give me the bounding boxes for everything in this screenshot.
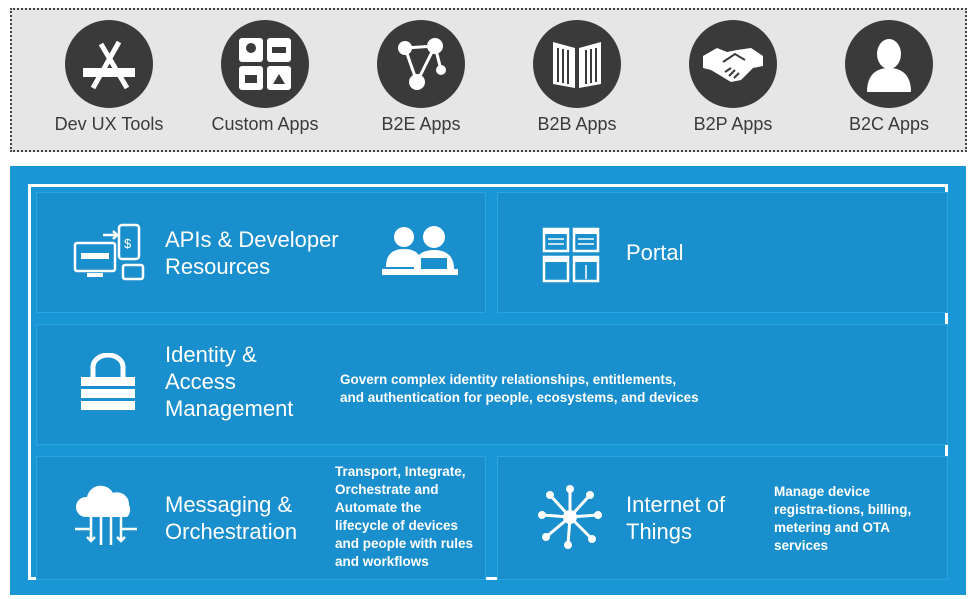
dev-tools-icon bbox=[65, 20, 153, 108]
app-label: B2P Apps bbox=[693, 114, 773, 134]
app-label: Dev UX Tools bbox=[54, 114, 164, 134]
person-icon bbox=[845, 20, 933, 108]
app-label: B2E Apps bbox=[381, 114, 461, 134]
iot-title: Internet of Things bbox=[626, 492, 726, 544]
messaging-block[interactable]: Messaging & Orchestration Transport, Int… bbox=[36, 456, 486, 580]
iam-description: Govern complex identity relationships, e… bbox=[340, 372, 699, 405]
cloud-icon bbox=[71, 483, 141, 547]
app-b2p[interactable]: B2P Apps bbox=[663, 20, 803, 135]
network-icon bbox=[377, 20, 465, 108]
app-label: B2C Apps bbox=[848, 114, 930, 134]
app-label: B2B Apps bbox=[537, 114, 617, 134]
iot-block[interactable]: Internet of Things Manage device registr… bbox=[497, 456, 948, 580]
iam-block[interactable]: Identity & Access Management Govern comp… bbox=[36, 324, 948, 445]
iam-title: Identity & Access Management bbox=[165, 342, 294, 421]
app-custom-apps[interactable]: Custom Apps bbox=[195, 20, 335, 135]
lock-icon bbox=[79, 353, 137, 411]
platform-stack: $ APIs & Developer Resources Portal Iden… bbox=[10, 166, 966, 595]
app-b2b[interactable]: B2B Apps bbox=[507, 20, 647, 135]
apis-title: APIs & Developer Resources bbox=[165, 227, 339, 279]
apis-developer-block[interactable]: $ APIs & Developer Resources bbox=[36, 192, 486, 313]
handshake-icon bbox=[689, 20, 777, 108]
app-b2e[interactable]: B2E Apps bbox=[351, 20, 491, 135]
messaging-title: Messaging & Orchestration bbox=[165, 492, 298, 544]
app-b2c[interactable]: B2C Apps bbox=[819, 20, 959, 135]
developers-icon bbox=[380, 223, 460, 283]
custom-apps-icon bbox=[221, 20, 309, 108]
portal-title: Portal bbox=[626, 240, 684, 265]
devices-icon: $ bbox=[73, 223, 147, 283]
apps-panel: Dev UX Tools Custom Apps B2E Apps B2B Ap… bbox=[10, 8, 967, 152]
app-dev-ux-tools[interactable]: Dev UX Tools bbox=[39, 20, 179, 135]
buildings-icon bbox=[533, 20, 621, 108]
messaging-description: Transport, Integrate, Orchestrate and Au… bbox=[335, 464, 474, 569]
portal-icon bbox=[542, 227, 600, 283]
app-label: Custom Apps bbox=[211, 114, 319, 134]
portal-block[interactable]: Portal bbox=[497, 192, 948, 313]
iot-hub-icon bbox=[538, 485, 602, 549]
iot-description: Manage device registra-tions, billing, m… bbox=[774, 484, 912, 553]
svg-text:$: $ bbox=[124, 236, 132, 251]
